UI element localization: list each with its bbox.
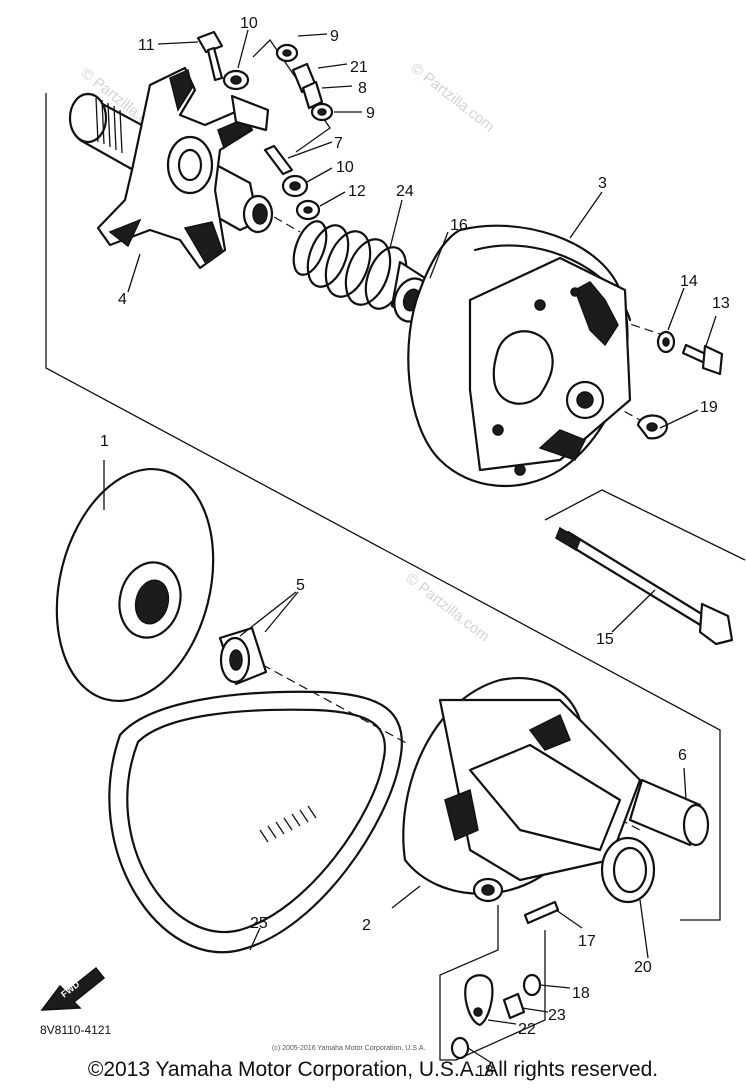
assembly-boundary xyxy=(45,93,721,921)
part-23-roller xyxy=(502,992,526,1020)
callout-3[interactable]: 3 xyxy=(598,175,607,192)
part-11-bolt xyxy=(196,30,224,82)
part-5-bushings xyxy=(218,626,268,686)
callout-9[interactable]: 9 xyxy=(366,105,375,122)
part-10b-washer xyxy=(281,174,309,198)
callout-12[interactable]: 12 xyxy=(348,183,366,200)
callout-10[interactable]: 10 xyxy=(240,15,258,32)
callout-10[interactable]: 10 xyxy=(336,159,354,176)
part-18b-washer xyxy=(450,1036,470,1060)
callout-17[interactable]: 17 xyxy=(578,933,596,950)
callout-14[interactable]: 14 xyxy=(680,273,698,290)
callout-11[interactable]: 11 xyxy=(138,37,155,54)
callout-4[interactable]: 4 xyxy=(118,291,127,308)
watermark: © Partzilla.com xyxy=(403,570,493,646)
callout-20[interactable]: 20 xyxy=(634,959,652,976)
callout-19[interactable]: 19 xyxy=(700,399,718,416)
part-17-pin xyxy=(523,900,560,925)
part-2-movable-sheave xyxy=(402,677,642,903)
callout-7[interactable]: 7 xyxy=(334,135,343,152)
callout-24[interactable]: 24 xyxy=(396,183,414,200)
part-7-pin xyxy=(263,144,294,176)
bolt-group-bracket xyxy=(439,905,546,1061)
callout-25[interactable]: 25 xyxy=(250,915,268,932)
diagram-code: 8V8110-4121 xyxy=(40,1023,112,1037)
part-3-cover xyxy=(407,224,632,488)
callout-18[interactable]: 18 xyxy=(476,1063,494,1080)
part-15-bolt xyxy=(555,526,734,646)
part-10-washer xyxy=(222,69,250,91)
part-6-bushing xyxy=(628,778,710,847)
callout-22[interactable]: 22 xyxy=(518,1021,536,1038)
part-12-nut xyxy=(295,199,321,221)
callout-16[interactable]: 16 xyxy=(450,217,468,234)
callout-23[interactable]: 23 xyxy=(548,1007,566,1024)
callout-numbers: 11 10 9 21 8 9 7 10 12 24 16 3 14 13 19 … xyxy=(100,15,730,1080)
part-22-weight xyxy=(464,974,494,1027)
image-credit: (c) 2005-2016 Yamaha Motor Corporation, … xyxy=(272,1045,425,1052)
callout-9[interactable]: 9 xyxy=(330,28,339,45)
callout-21[interactable]: 21 xyxy=(350,59,368,76)
callout-8[interactable]: 8 xyxy=(358,80,367,97)
callout-18[interactable]: 18 xyxy=(572,985,590,1002)
callout-2[interactable]: 2 xyxy=(362,917,371,934)
small-hardware xyxy=(196,30,334,221)
part-18-washer xyxy=(522,973,542,997)
part-25-belt xyxy=(108,690,403,954)
callout-1[interactable]: 1 xyxy=(100,433,109,450)
callout-5[interactable]: 5 xyxy=(296,577,305,594)
part-8-bushing xyxy=(301,80,324,110)
part-20-seal xyxy=(600,836,656,904)
part-1-sheave xyxy=(55,467,215,703)
watermark: © Partzilla.com xyxy=(408,60,498,136)
callout-13[interactable]: 13 xyxy=(712,295,730,312)
part-19-clip xyxy=(636,414,668,440)
part-13-bolt xyxy=(681,343,724,376)
part-9-washer xyxy=(275,43,299,63)
leader-lines xyxy=(103,29,717,1063)
front-direction-arrow[interactable]: FWD xyxy=(40,966,106,1011)
copyright-footer: ©2013 Yamaha Motor Corporation, U.S.A. A… xyxy=(87,1058,659,1081)
part-4-spider-shaft xyxy=(68,66,274,270)
assembly-boundary-15 xyxy=(544,489,746,561)
part-14-washer xyxy=(656,330,676,354)
axis-line xyxy=(249,657,411,746)
callout-15[interactable]: 15 xyxy=(596,631,614,648)
part-9b-washer xyxy=(310,102,334,122)
callout-6[interactable]: 6 xyxy=(678,747,687,764)
